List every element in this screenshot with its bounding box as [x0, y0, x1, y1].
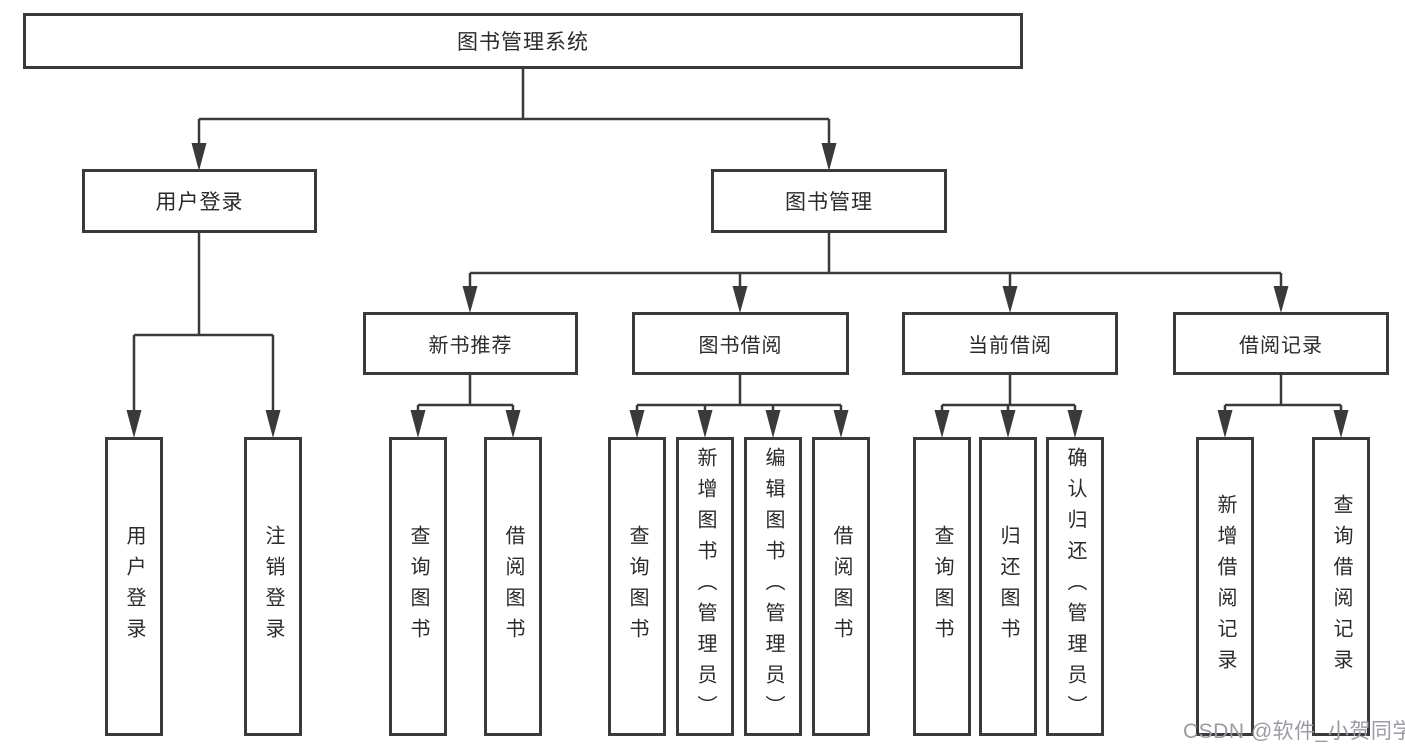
- node-book-management-label: 图书管理: [785, 191, 873, 214]
- node-book-borrowing: 图书借阅: [632, 312, 849, 375]
- leaf-confirm-return-admin-label: 确认归还（管理员）: [1064, 447, 1086, 726]
- tree-edges: [132, 68, 1343, 414]
- leaf-query-books-newbooks: 查询图书: [389, 437, 447, 736]
- leaf-query-borrow-record-label: 查询借阅记录: [1330, 493, 1352, 680]
- leaf-edit-books-admin: 编辑图书（管理员）: [744, 437, 802, 736]
- leaf-query-books-borrowing-label: 查询图书: [626, 524, 648, 649]
- leaf-query-books-borrowing: 查询图书: [608, 437, 666, 736]
- node-current-borrowing-label: 当前借阅: [968, 335, 1052, 357]
- leaf-return-books-label: 归还图书: [997, 524, 1019, 649]
- node-book-borrowing-label: 图书借阅: [698, 335, 783, 357]
- leaf-add-borrow-record: 新增借阅记录: [1196, 437, 1254, 736]
- node-book-management: 图书管理: [711, 169, 947, 233]
- leaf-borrow-books-newbooks: 借阅图书: [484, 437, 542, 736]
- node-root: 图书管理系统: [23, 13, 1023, 69]
- node-new-book-recommend: 新书推荐: [363, 312, 578, 375]
- leaf-user-login: 用户登录: [105, 437, 163, 736]
- leaf-edit-books-admin-label: 编辑图书（管理员）: [762, 447, 784, 726]
- leaf-query-books-current: 查询图书: [913, 437, 971, 736]
- arrowheads: [126, 143, 1349, 438]
- leaf-query-books-current-label: 查询图书: [931, 524, 953, 649]
- leaf-borrow-books-borrowing: 借阅图书: [812, 437, 870, 736]
- leaf-user-login-label: 用户登录: [123, 524, 145, 649]
- leaf-add-books-admin: 新增图书（管理员）: [676, 437, 734, 736]
- leaf-borrow-books-borrowing-label: 借阅图书: [830, 524, 852, 649]
- leaf-return-books: 归还图书: [979, 437, 1037, 736]
- leaf-logout: 注销登录: [244, 437, 302, 736]
- leaf-logout-label: 注销登录: [262, 524, 284, 649]
- node-borrowing-records: 借阅记录: [1173, 312, 1389, 375]
- node-user-login-label: 用户登录: [155, 191, 244, 214]
- node-new-book-recommend-label: 新书推荐: [428, 335, 513, 357]
- leaf-borrow-books-newbooks-label: 借阅图书: [502, 524, 524, 649]
- leaf-add-borrow-record-label: 新增借阅记录: [1214, 493, 1236, 680]
- node-user-login: 用户登录: [82, 169, 317, 233]
- leaf-query-books-newbooks-label: 查询图书: [407, 524, 429, 649]
- node-root-label: 图书管理系统: [457, 31, 589, 54]
- leaf-query-borrow-record: 查询借阅记录: [1312, 437, 1370, 736]
- leaf-add-books-admin-label: 新增图书（管理员）: [694, 447, 716, 726]
- node-borrowing-records-label: 借阅记录: [1239, 335, 1323, 357]
- leaf-confirm-return-admin: 确认归还（管理员）: [1046, 437, 1104, 736]
- csdn-watermark: CSDN @软件_小贺同学: [1183, 720, 1405, 743]
- node-current-borrowing: 当前借阅: [902, 312, 1118, 375]
